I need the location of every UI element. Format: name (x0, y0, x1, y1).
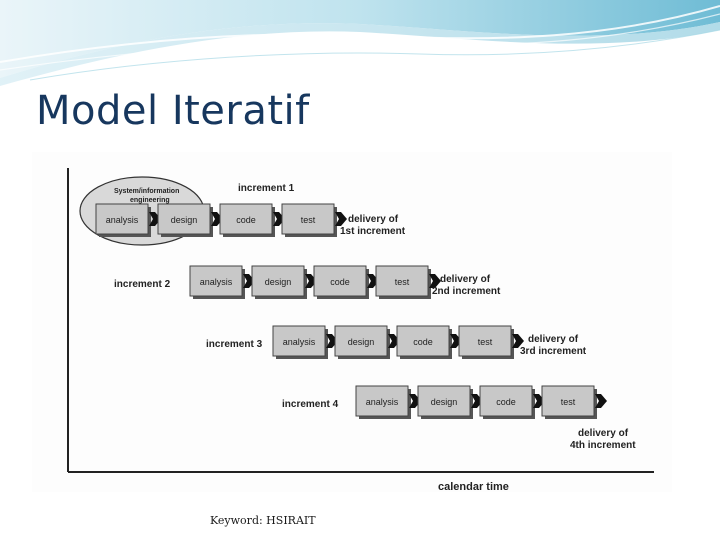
stage-label-design: design (171, 215, 198, 225)
stage-box-code (313, 265, 367, 297)
stage-label-test: test (301, 215, 316, 225)
header-wave-banner (0, 0, 720, 86)
slide-title: Model Iteratif (36, 88, 310, 134)
stage-label-design: design (348, 337, 375, 347)
increment-row-2: increment 2 analysis design code test deliver… (114, 265, 501, 299)
delivery-label: delivery of (578, 428, 629, 439)
delivery-label-2: 4th increment (570, 440, 636, 451)
stage-label-test: test (478, 337, 493, 347)
delivery-label-2: 3rd increment (520, 346, 587, 357)
stage-box-design (417, 385, 471, 417)
stage-box-test (375, 265, 429, 297)
increment-label: increment 3 (206, 339, 263, 350)
stage-box-analysis (355, 385, 409, 417)
increment-row-4: increment 4 analysis design code test deliver… (282, 385, 636, 451)
stage-label-code: code (413, 337, 433, 347)
delivery-label: delivery of (348, 214, 399, 225)
flow-arrow (335, 212, 347, 226)
stage-label-design: design (265, 277, 292, 287)
stage-box-analysis (272, 325, 326, 357)
flow-arrow (429, 274, 441, 288)
increment-row-3: increment 3 analysis design code test deliver… (206, 325, 587, 359)
increment-label: increment 2 (114, 279, 171, 290)
increment-label: increment 1 (238, 183, 295, 194)
stage-label-code: code (236, 215, 256, 225)
increment-row-1: increment 1 analysis design code test deliver… (95, 183, 406, 237)
stage-label-test: test (561, 397, 576, 407)
delivery-label: delivery of (528, 334, 579, 345)
stage-box-analysis (189, 265, 243, 297)
stage-box-design (251, 265, 305, 297)
stage-box-code (479, 385, 533, 417)
stage-box-test (458, 325, 512, 357)
stage-box-test (281, 203, 335, 235)
stage-label-code: code (330, 277, 350, 287)
system-engineering-label: System/information (114, 188, 179, 195)
stage-box-analysis (95, 203, 149, 235)
stage-label-analysis: analysis (366, 397, 399, 407)
stage-box-design (334, 325, 388, 357)
stage-label-analysis: analysis (283, 337, 316, 347)
stage-box-design (157, 203, 211, 235)
axis-label-calendar-time: calendar time (438, 481, 509, 492)
system-engineering-label-2: engineering (130, 197, 170, 204)
stage-label-code: code (496, 397, 516, 407)
stage-label-design: design (431, 397, 458, 407)
delivery-label-2: 1st increment (340, 226, 406, 237)
slide-footer: Keyword: HSIRAIT (210, 514, 316, 527)
stage-box-test (541, 385, 595, 417)
stage-label-analysis: analysis (106, 215, 139, 225)
stage-label-test: test (395, 277, 410, 287)
increment-label: increment 4 (282, 399, 339, 410)
incremental-model-diagram: calendar time System/information engineeri… (32, 152, 672, 492)
delivery-label: delivery of (440, 274, 491, 285)
stage-box-code (219, 203, 273, 235)
flow-arrow (512, 334, 524, 348)
flow-arrow (595, 394, 607, 408)
stage-box-code (396, 325, 450, 357)
delivery-label-2: 2nd increment (432, 286, 501, 297)
stage-label-analysis: analysis (200, 277, 233, 287)
